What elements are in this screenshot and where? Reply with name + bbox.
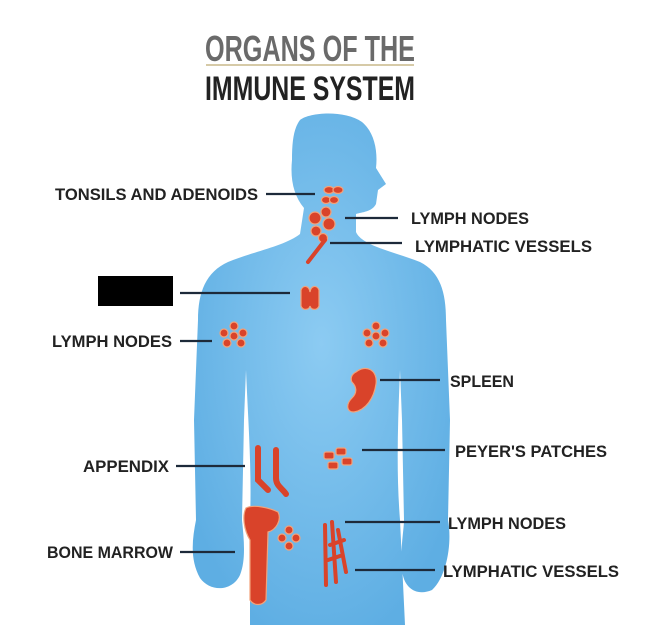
tonsils-adenoids-organ bbox=[320, 185, 344, 205]
appendix-intestine-organ bbox=[255, 445, 289, 497]
label-lymph-nodes-groin: LYMPH NODES bbox=[448, 514, 566, 533]
label-appendix: APPENDIX bbox=[83, 457, 170, 476]
human-body-silhouette bbox=[192, 113, 450, 625]
neck-lymphatic-vessel bbox=[306, 238, 327, 264]
thymus-organ bbox=[300, 285, 320, 310]
label-tonsils-adenoids: TONSILS AND ADENOIDS bbox=[55, 185, 258, 204]
title-line-1: ORGANS OF THE bbox=[205, 28, 415, 69]
label-peyers-patches: PEYER'S PATCHES bbox=[455, 442, 607, 461]
leg-lymphatic-vessels-organ bbox=[323, 520, 348, 587]
title-line-2: IMMUNE SYSTEM bbox=[205, 70, 415, 108]
label-bone-marrow: BONE MARROW bbox=[47, 543, 174, 562]
label-spleen: SPLEEN bbox=[450, 372, 514, 391]
spleen-organ bbox=[347, 367, 377, 413]
label-lymphatic-vessels-neck: LYMPHATIC VESSELS bbox=[415, 237, 592, 256]
peyers-patches-organ bbox=[323, 447, 353, 470]
label-lymph-nodes-armpit: LYMPH NODES bbox=[52, 332, 172, 351]
label-lymph-nodes-neck: LYMPH NODES bbox=[411, 209, 529, 228]
redacted-label-box bbox=[98, 276, 173, 306]
leader-lines bbox=[176, 192, 445, 572]
groin-lymph-nodes-left bbox=[277, 525, 301, 551]
armpit-lymph-nodes-left bbox=[219, 321, 248, 348]
bone-marrow-femur-organ bbox=[243, 505, 280, 606]
armpit-lymph-nodes-right bbox=[362, 321, 390, 348]
label-lymphatic-vessels-leg: LYMPHATIC VESSELS bbox=[443, 562, 619, 581]
